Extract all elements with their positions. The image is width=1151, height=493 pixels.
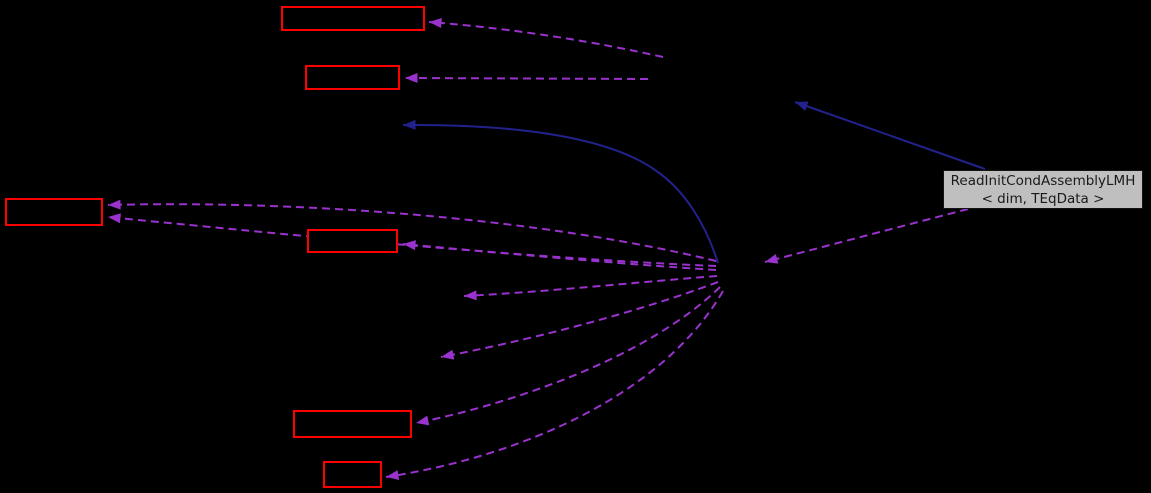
class-node-1[interactable] <box>281 6 425 31</box>
class-node-5[interactable] <box>293 410 412 438</box>
edge-usage-hub-to-hidden-d <box>463 275 718 301</box>
edge-usage-hiddenA-to-box2 <box>404 73 649 84</box>
edge-usage-hiddenA-to-box1 <box>428 17 664 58</box>
edge-inherit-main-to-hidden-base <box>794 101 986 170</box>
class-node-4[interactable] <box>307 229 398 253</box>
main-class-node[interactable]: ReadInitCondAssemblyLMH < dim, TEqData > <box>943 170 1143 209</box>
edge-usage-hub-to-box4 <box>402 240 717 271</box>
edge-usage-hub-to-hidden-e <box>440 281 719 360</box>
edge-usage-main-to-hub <box>764 208 969 264</box>
class-node-2[interactable] <box>305 65 400 90</box>
edge-usage-hub-to-box3-lower <box>107 213 717 267</box>
edge-inherit-hub-to-hidden-class <box>402 119 719 264</box>
edge-usage-hub-to-box3-upper <box>107 199 717 262</box>
edge-usage-hub-to-box5 <box>415 286 721 426</box>
main-class-label-line2: < dim, TEqData > <box>981 190 1105 207</box>
class-node-6[interactable] <box>323 461 382 488</box>
main-class-label-line1: ReadInitCondAssemblyLMH <box>950 172 1136 189</box>
class-node-3[interactable] <box>5 198 103 226</box>
edge-usage-hub-to-box6 <box>385 290 724 481</box>
